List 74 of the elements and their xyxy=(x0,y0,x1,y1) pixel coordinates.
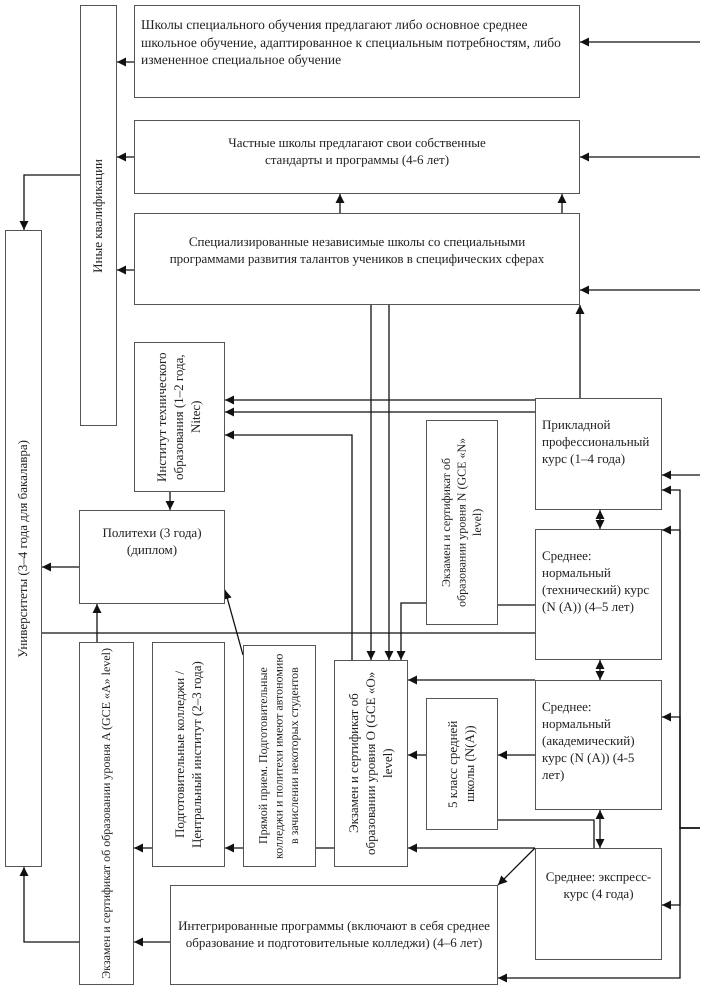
box-text: Политехи (3 года) (диплом) xyxy=(101,525,203,559)
arrow xyxy=(225,396,535,404)
process-box xyxy=(426,698,498,830)
process-box xyxy=(79,510,225,604)
arrow xyxy=(225,430,353,660)
arrow xyxy=(662,470,700,480)
arrow xyxy=(498,827,700,982)
process-box xyxy=(535,848,662,960)
process-box xyxy=(79,642,134,985)
arrow xyxy=(117,58,134,66)
box-text: Интегрированные программы (включают в себя среднее образование и подготовительные колледжи) (4–6 лет) xyxy=(177,918,491,952)
arrow xyxy=(366,305,376,660)
box-text: Экзамен и сертификат об образовании уровня N (GCE «N» level) xyxy=(438,436,485,610)
process-box xyxy=(5,230,42,867)
process-box xyxy=(535,398,662,510)
arrow xyxy=(225,408,535,416)
process-box xyxy=(535,680,662,810)
arrow xyxy=(134,938,170,946)
arrow xyxy=(117,152,134,162)
box-text: Подготовительные колледжи / Центральный институт (2–3 года) xyxy=(172,660,205,850)
box-text: Иные квалификации xyxy=(90,158,106,272)
arrow xyxy=(223,590,244,656)
arrow xyxy=(408,676,535,684)
arrow xyxy=(580,152,700,162)
process-box xyxy=(535,529,662,660)
arrow xyxy=(576,305,584,398)
arrow xyxy=(408,750,426,760)
arrow xyxy=(166,492,174,510)
arrow xyxy=(336,194,344,213)
box-text: Специализированные независимые школы со специальными программами развития талантов учеников в специфических сферах xyxy=(168,234,546,268)
arrow xyxy=(498,848,536,886)
connector-line xyxy=(498,819,595,848)
arrow xyxy=(396,602,426,660)
box-text: Университеты (3–4 года для бакалавра) xyxy=(15,440,32,658)
box-text: Среднее: экспресс-курс (4 года) xyxy=(544,869,652,903)
process-box xyxy=(134,5,580,98)
process-box xyxy=(334,660,408,867)
box-text: Прямой прием. Подготовительные колледжи и политехи имеют автономию в зачислении некоторых студентов xyxy=(256,652,302,861)
box-text: 5 класс средней школы (N(A)) xyxy=(445,719,478,810)
process-box xyxy=(134,342,225,492)
process-box xyxy=(134,120,580,194)
arrow xyxy=(580,38,700,46)
arrow xyxy=(225,844,243,852)
arrow xyxy=(498,750,535,760)
arrow xyxy=(42,562,79,572)
box-text: Экзамен и сертификат об образовании уровня A (GCE «A» level) xyxy=(98,648,114,979)
arrow xyxy=(134,844,152,852)
arrow xyxy=(580,286,700,294)
arrow xyxy=(558,194,566,213)
process-box xyxy=(152,642,225,867)
process-box xyxy=(134,213,580,305)
arrow xyxy=(117,266,134,274)
arrow xyxy=(20,174,80,230)
box-text: Частные школы предлагают свои собственные стандарты и программы (4-6 лет) xyxy=(227,135,487,169)
connector-line xyxy=(316,847,334,849)
arrow xyxy=(596,810,604,848)
arrow xyxy=(596,660,604,680)
box-text: Прикладной профессиональный курс (1–4 года) xyxy=(542,417,650,468)
arrow xyxy=(20,867,79,943)
process-box xyxy=(426,420,498,625)
arrow xyxy=(408,844,535,852)
connector-line xyxy=(42,632,535,634)
box-text: Среднее: нормальный (академический) курс (N (A)) (4-5 лет) xyxy=(542,699,636,784)
box-text: Институт технического образования (1–2 года, Nitec) xyxy=(154,351,204,484)
box-text: Среднее: нормальный (технический) курс (N (A)) (4–5 лет) xyxy=(542,548,650,616)
box-text: Школы специального обучения предлагают либо основное среднее школьное обучение, адаптированное к специальным потребностям, либо измененное специальное обучение xyxy=(141,16,562,69)
process-box xyxy=(170,885,498,985)
arrow xyxy=(596,510,604,529)
arrow xyxy=(384,305,394,660)
process-box xyxy=(80,5,117,426)
arrow xyxy=(92,604,102,642)
process-box xyxy=(243,645,316,867)
connector-line xyxy=(498,604,535,606)
box-text: Экзамен и сертификат об образовании уровня O (GCE «O» level) xyxy=(346,670,396,858)
